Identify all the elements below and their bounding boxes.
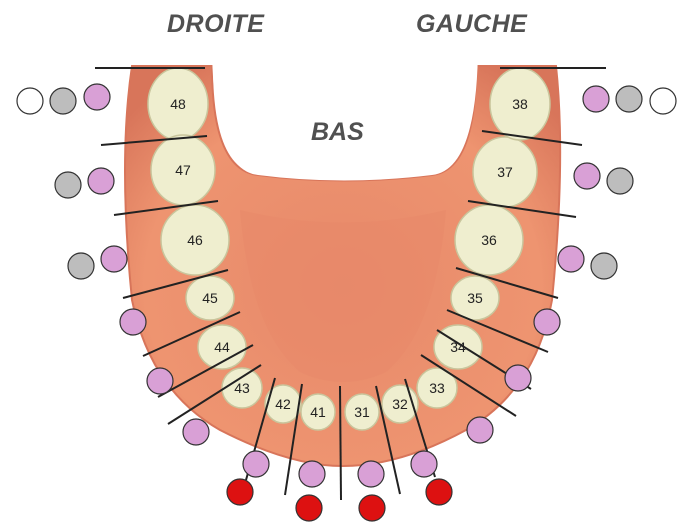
grey-marker: [607, 168, 633, 194]
tooth-number: 31: [354, 404, 370, 420]
right-side-label: DROITE: [167, 10, 264, 39]
tooth-number: 36: [481, 232, 497, 248]
red-marker: [296, 495, 322, 521]
red-marker: [227, 479, 253, 505]
pink-marker: [583, 86, 609, 112]
tooth-number: 33: [429, 380, 445, 396]
pink-marker: [505, 365, 531, 391]
red-marker: [426, 479, 452, 505]
tooth-38: 38: [490, 68, 550, 140]
pink-marker: [411, 451, 437, 477]
tooth-48: 48: [148, 68, 208, 140]
pink-marker: [183, 419, 209, 445]
tooth-47: 47: [151, 135, 215, 205]
pink-marker: [243, 451, 269, 477]
tooth-number: 45: [202, 290, 218, 306]
tooth-number: 35: [467, 290, 483, 306]
tooth-43: 43: [222, 368, 262, 408]
tooth-number: 47: [175, 162, 191, 178]
pink-marker: [358, 461, 384, 487]
tooth-36: 36: [455, 205, 523, 275]
pink-marker: [84, 84, 110, 110]
arch-label: BAS: [311, 118, 364, 147]
tooth-number: 43: [234, 380, 250, 396]
red-marker: [359, 495, 385, 521]
tooth-35: 35: [451, 276, 499, 320]
tooth-46: 46: [161, 205, 229, 275]
pink-marker: [558, 246, 584, 272]
grey-marker: [616, 86, 642, 112]
pink-marker: [299, 461, 325, 487]
tooth-41: 41: [301, 394, 335, 430]
left-side-label: GAUCHE: [416, 10, 527, 39]
grey-marker: [50, 88, 76, 114]
tooth-45: 45: [186, 276, 234, 320]
pink-marker: [574, 163, 600, 189]
tooth-37: 37: [473, 137, 537, 207]
pink-marker: [120, 309, 146, 335]
grey-marker: [55, 172, 81, 198]
tooth-number: 32: [392, 396, 408, 412]
grey-marker: [68, 253, 94, 279]
pink-marker: [88, 168, 114, 194]
tooth-31: 31: [345, 394, 379, 430]
tooth-number: 44: [214, 339, 230, 355]
white-marker: [650, 88, 676, 114]
grey-marker: [591, 253, 617, 279]
separator-line: [340, 386, 341, 500]
tooth-number: 38: [512, 96, 528, 112]
tooth-number: 41: [310, 404, 326, 420]
pink-marker: [147, 368, 173, 394]
pink-marker: [534, 309, 560, 335]
tooth-number: 48: [170, 96, 186, 112]
tooth-number: 37: [497, 164, 513, 180]
pink-marker: [467, 417, 493, 443]
tooth-number: 46: [187, 232, 203, 248]
pink-marker: [101, 246, 127, 272]
tooth-number: 42: [275, 396, 291, 412]
white-marker: [17, 88, 43, 114]
tongue-opening: [212, 42, 478, 181]
